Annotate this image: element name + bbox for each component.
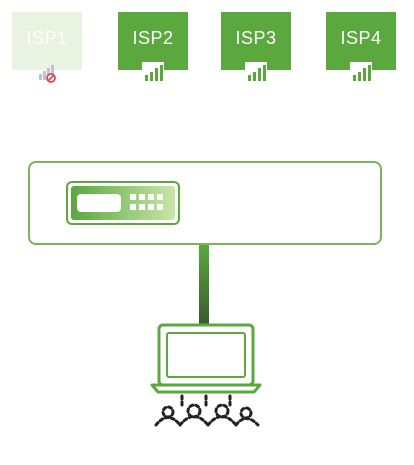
network-cable [199, 245, 209, 325]
signal-full-icon [245, 62, 267, 84]
isp-label: ISP3 [235, 28, 277, 48]
signal-full-icon [142, 62, 164, 84]
isp-label: ISP2 [132, 28, 174, 48]
isp-label: ISP1 [26, 28, 68, 48]
isp-tile-1: ISP1 [12, 12, 82, 83]
isp-label: ISP4 [340, 28, 382, 48]
signal-blocked-icon [36, 62, 58, 84]
isp-tile-4: ISP4 [326, 12, 396, 84]
isp-tile-2: ISP2 [118, 12, 188, 84]
signal-full-icon [350, 62, 372, 84]
isp-tile-3: ISP3 [221, 12, 291, 84]
router-icon [66, 181, 180, 225]
laptop-icon [150, 322, 262, 432]
